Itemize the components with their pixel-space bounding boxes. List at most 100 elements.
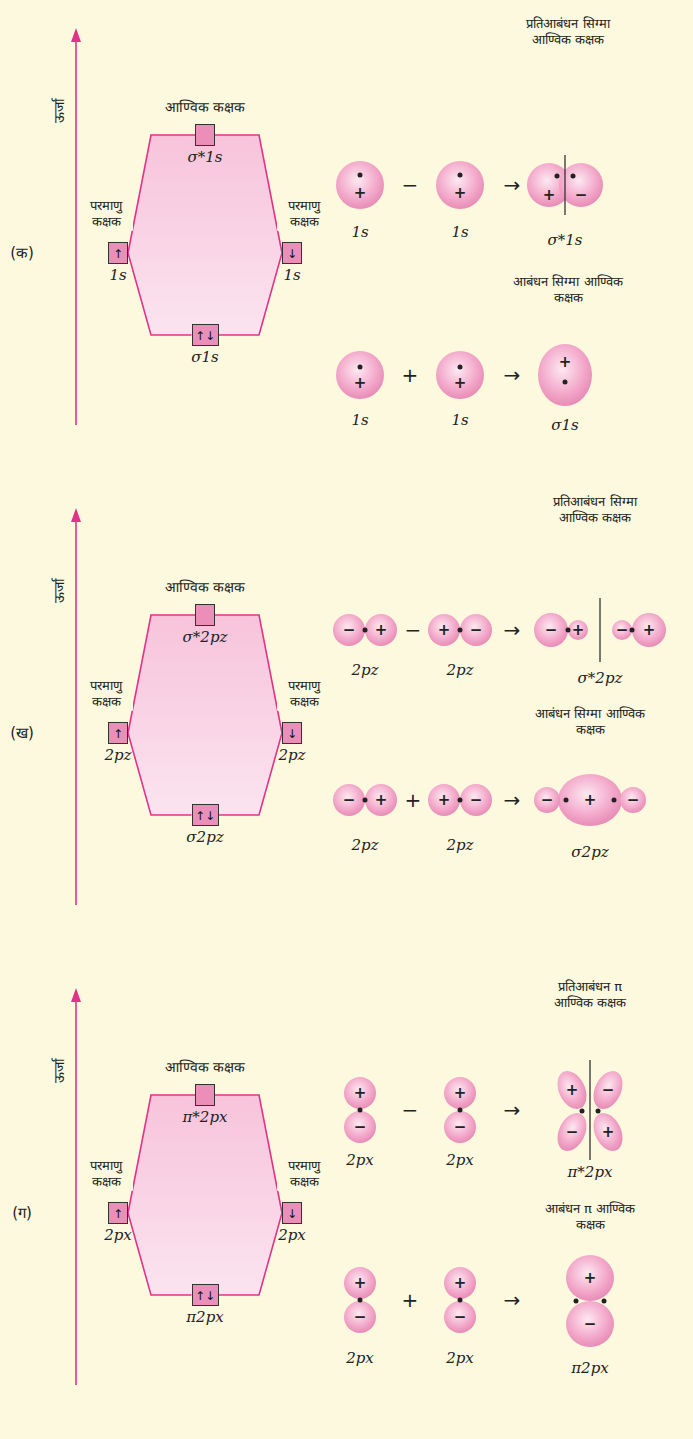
phase-sign: − xyxy=(454,1308,467,1327)
orbital-name: 2px xyxy=(446,1349,474,1368)
operator: − xyxy=(402,173,419,198)
orbital-name: 2px xyxy=(346,1151,374,1170)
orbital-name: 2px xyxy=(446,1151,474,1170)
orbital-label: σ1s xyxy=(191,348,218,366)
axis-label: ऊर्जा xyxy=(51,98,69,123)
electron-arrows: ↑ xyxy=(113,1205,123,1224)
phase-sign: + xyxy=(354,1084,367,1103)
orbital-label: 2px xyxy=(278,1226,306,1244)
combination-title: प्रतिआबंधन π आण्विक कक्षक xyxy=(540,979,640,1012)
phase-sign: − xyxy=(575,186,588,205)
energy-level-box: σ*2pz xyxy=(195,604,215,626)
phase-sign: − xyxy=(354,1308,367,1327)
orbital-name: σ*2pz xyxy=(578,669,623,688)
phase-sign: − xyxy=(627,791,640,810)
orbital-name: σ*1s xyxy=(548,231,583,250)
orbital-name: 1s xyxy=(451,411,468,430)
orbital-name: π*2px xyxy=(568,1163,613,1182)
orbital-label: 2pz xyxy=(278,746,305,764)
energy-level-box: ↓2pz xyxy=(282,722,302,744)
correlation-line xyxy=(219,733,283,815)
operator: → xyxy=(504,1098,521,1123)
energy-level-box: ↑1s xyxy=(108,242,128,264)
operator: + xyxy=(405,788,422,813)
energy-level-box: ↓2px xyxy=(282,1202,302,1224)
phase-sign: + xyxy=(643,621,656,640)
level-heading: आण्विक कक्षक xyxy=(165,99,245,117)
orbital-label: 2pz xyxy=(104,746,131,764)
operator: − xyxy=(402,1098,419,1123)
phase-sign: + xyxy=(543,186,556,205)
atomic-orbital-heading: परमाणु कक्षक xyxy=(79,678,133,711)
phase-sign: − xyxy=(343,791,356,810)
axis-label: ऊर्जा xyxy=(51,1058,69,1083)
orbital-name: 1s xyxy=(351,223,368,242)
orbital-label: σ*1s xyxy=(188,148,223,166)
phase-sign: − xyxy=(470,621,483,640)
orbital-name: 2pz xyxy=(351,836,378,855)
panel-letter: (ग) xyxy=(12,1204,32,1223)
level-heading: आण्विक कक्षक xyxy=(165,579,245,597)
operator: − xyxy=(405,618,422,643)
atomic-orbital-heading: परमाणु कक्षक xyxy=(277,1158,331,1191)
phase-sign: + xyxy=(602,1123,615,1142)
energy-level-box: ↑2px xyxy=(108,1202,128,1224)
combination-title: आबंधन सिग्मा आण्विक कक्षक xyxy=(508,274,628,307)
electron-arrows: ↑↓ xyxy=(195,1287,215,1306)
phase-sign: + xyxy=(354,1274,367,1293)
electron-arrows: ↓ xyxy=(287,1205,297,1224)
orbital-label: 2px xyxy=(104,1226,132,1244)
correlation-line xyxy=(128,253,192,335)
energy-level-box: ↑↓σ1s xyxy=(192,324,219,346)
operator: → xyxy=(504,173,521,198)
atomic-orbital-heading: परमाणु कक्षक xyxy=(277,678,331,711)
axis-label: ऊर्जा xyxy=(51,578,69,603)
phase-sign: − xyxy=(616,621,629,640)
operator: → xyxy=(504,1288,521,1313)
orbital-label: 1s xyxy=(109,266,126,284)
orbital-name: σ2pz xyxy=(571,843,608,862)
energy-level-box: ↑↓π2px xyxy=(192,1284,219,1306)
phase-sign: + xyxy=(584,791,597,810)
phase-sign: − xyxy=(541,791,554,810)
electron-arrows: ↑ xyxy=(113,725,123,744)
combination-title: आबंधन π आण्विक कक्षक xyxy=(540,1201,640,1234)
phase-sign: − xyxy=(470,791,483,810)
orbital-name: σ1s xyxy=(551,416,578,435)
phase-sign: + xyxy=(584,1269,597,1288)
operator: + xyxy=(402,363,419,388)
phase-sign: + xyxy=(559,353,572,372)
panel-letter: (क) xyxy=(10,244,34,263)
phase-sign: + xyxy=(454,374,467,393)
phase-sign: + xyxy=(375,621,388,640)
phase-sign: − xyxy=(343,621,356,640)
atomic-orbital-heading: परमाणु कक्षक xyxy=(79,198,133,231)
orbital-name: 1s xyxy=(351,411,368,430)
orbital-name: 2px xyxy=(346,1349,374,1368)
orbital-name: 2pz xyxy=(351,661,378,680)
combination-title: आबंधन सिग्मा आण्विक कक्षक xyxy=(530,706,650,739)
energy-level-box: π*2px xyxy=(195,1084,215,1106)
orbital-label: σ*2pz xyxy=(183,628,228,646)
phase-sign: − xyxy=(454,1118,467,1137)
phase-sign: − xyxy=(354,1118,367,1137)
electron-arrows: ↓ xyxy=(287,245,297,264)
electron-arrows: ↑↓ xyxy=(195,807,215,826)
phase-sign: + xyxy=(454,184,467,203)
combination-title: प्रतिआबंधन सिग्मा आण्विक कक्षक xyxy=(535,494,655,527)
atomic-orbital-heading: परमाणु कक्षक xyxy=(277,198,331,231)
phase-sign: − xyxy=(545,621,558,640)
orbital-label: 1s xyxy=(283,266,300,284)
orbital-label: σ2pz xyxy=(186,828,223,846)
orbital-label: π2px xyxy=(186,1308,223,1326)
level-heading: आण्विक कक्षक xyxy=(165,1059,245,1077)
operator: + xyxy=(402,1288,419,1313)
phase-sign: + xyxy=(354,184,367,203)
energy-level-box: ↓1s xyxy=(282,242,302,264)
phase-sign: − xyxy=(584,1315,597,1334)
orbital-label: π*2px xyxy=(183,1108,228,1126)
combination-title: प्रतिआबंधन सिग्मा आण्विक कक्षक xyxy=(508,16,628,49)
correlation-line xyxy=(219,1213,283,1295)
electron-arrows: ↓ xyxy=(287,725,297,744)
